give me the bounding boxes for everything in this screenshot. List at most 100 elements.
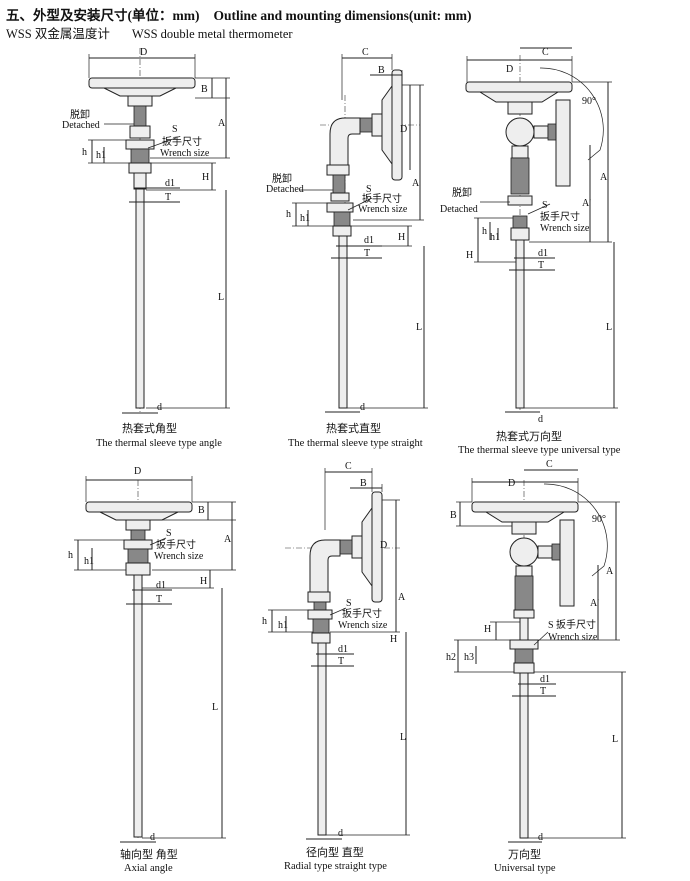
fig1-caption-cn: 热套式角型 bbox=[122, 421, 177, 435]
fig6-caption-cn: 万向型 bbox=[508, 847, 541, 861]
fig6-wrench-en: Wrench size bbox=[548, 632, 598, 643]
fig2-label-h1: h1 bbox=[300, 213, 310, 224]
fig6-label-c: C bbox=[546, 459, 553, 470]
fig1-detach-cn: 脱卸 bbox=[70, 108, 90, 121]
fig2-label-l: L bbox=[416, 322, 422, 333]
fig3-detach-cn: 脱卸 bbox=[452, 186, 472, 199]
fig4-label-h1: h1 bbox=[84, 556, 94, 567]
fig6-label-s: S bbox=[548, 620, 554, 631]
fig2-label-d1: d1 bbox=[364, 235, 374, 246]
fig6-label-b: B bbox=[450, 510, 457, 521]
fig1-label-d1: d1 bbox=[165, 178, 175, 189]
fig1-label-h: H bbox=[202, 172, 209, 183]
fig1-label-a: A bbox=[218, 118, 226, 129]
fig2-wrench-en: Wrench size bbox=[358, 204, 408, 215]
fig5-label-a: A bbox=[398, 592, 406, 603]
fig2-label-h-small: h bbox=[286, 209, 291, 220]
fig2-detach-cn: 脱卸 bbox=[272, 172, 292, 185]
fig6-wrench-cn: 扳手尺寸 bbox=[556, 618, 596, 631]
fig3-label-h1: h1 bbox=[490, 232, 500, 243]
fig6-label-a: A bbox=[606, 566, 614, 577]
fig5-label-h: H bbox=[390, 634, 397, 645]
fig1-label-h-small: h bbox=[82, 147, 87, 158]
fig5-label-s: S bbox=[346, 598, 352, 609]
fig4-label-s: S bbox=[166, 528, 172, 539]
fig2-label-b: B bbox=[378, 65, 385, 76]
fig3-label-d-bottom: d bbox=[538, 414, 543, 425]
title-cn: 五、外型及安装尺寸(单位：mm) bbox=[6, 8, 200, 23]
fig1-caption-en: The thermal sleeve type angle bbox=[96, 438, 222, 449]
fig4-wrench-en: Wrench size bbox=[154, 551, 204, 562]
fig2-caption-cn: 热套式直型 bbox=[326, 421, 381, 435]
fig6-label-h: H bbox=[484, 624, 491, 635]
figure-thermal-sleeve-straight bbox=[292, 54, 428, 413]
fig5-label-d1: d1 bbox=[338, 644, 348, 655]
fig5-label-d-bottom: d bbox=[338, 828, 343, 839]
fig6-label-d-bottom: d bbox=[538, 832, 543, 843]
fig6-caption-en: Universal type bbox=[494, 863, 556, 874]
fig3-label-a: A bbox=[600, 172, 608, 183]
fig4-label-t: T bbox=[156, 594, 162, 605]
fig3-wrench-cn: 扳手尺寸 bbox=[540, 210, 580, 223]
fig2-label-t: T bbox=[364, 248, 370, 259]
fig3-detach-en: Detached bbox=[440, 204, 478, 215]
fig5-caption-en: Radial type straight type bbox=[284, 861, 387, 872]
fig1-wrench-cn: 扳手尺寸 bbox=[162, 135, 202, 148]
fig5-wrench-en: Wrench size bbox=[338, 620, 388, 631]
fig1-label-h1: h1 bbox=[96, 150, 106, 161]
fig5-label-t: T bbox=[338, 656, 344, 667]
fig4-label-b: B bbox=[198, 505, 205, 516]
page-subtitle: WSS 双金属温度计 WSS double metal thermometer bbox=[6, 23, 293, 42]
subtitle-en: WSS double metal thermometer bbox=[131, 27, 293, 41]
fig3-label-d1: d1 bbox=[538, 248, 548, 259]
fig4-wrench-cn: 扳手尺寸 bbox=[156, 538, 196, 551]
fig5-label-l: L bbox=[400, 732, 406, 743]
fig5-label-h1: h1 bbox=[278, 620, 288, 631]
fig4-label-h: H bbox=[200, 576, 207, 587]
fig4-label-d-bottom: d bbox=[150, 832, 155, 843]
fig3-label-c: C bbox=[542, 47, 549, 58]
fig3-label-d: D bbox=[506, 64, 513, 75]
figure-thermal-sleeve-angle bbox=[88, 48, 230, 414]
fig3-label-angle: 90° bbox=[582, 96, 596, 107]
fig3-label-l: L bbox=[606, 322, 612, 333]
fig3-label-s: S bbox=[542, 200, 548, 211]
fig2-caption-en: The thermal sleeve type straight bbox=[288, 438, 423, 449]
fig1-label-d: D bbox=[140, 47, 147, 58]
fig4-label-l: L bbox=[212, 702, 218, 713]
fig3-caption-en: The thermal sleeve type universal type bbox=[458, 445, 621, 456]
fig3-wrench-en: Wrench size bbox=[540, 223, 590, 234]
fig2-wrench-cn: 扳手尺寸 bbox=[362, 192, 402, 205]
fig2-label-a: A bbox=[412, 178, 420, 189]
fig5-label-b: B bbox=[360, 478, 367, 489]
fig6-label-l: L bbox=[612, 734, 618, 745]
fig5-wrench-cn: 扳手尺寸 bbox=[342, 607, 382, 620]
fig6-label-a-prime: A' bbox=[590, 598, 599, 609]
fig5-label-h-small: h bbox=[262, 616, 267, 627]
title-en: Outline and mounting dimensions(unit: mm… bbox=[213, 8, 472, 23]
fig3-caption-cn: 热套式万向型 bbox=[496, 429, 562, 443]
fig1-wrench-en: Wrench size bbox=[160, 148, 210, 159]
fig3-label-a-prime: A' bbox=[582, 198, 591, 209]
fig6-label-angle: 90° bbox=[592, 514, 606, 525]
fig2-detach-en: Detached bbox=[266, 184, 304, 195]
fig6-label-d1: d1 bbox=[540, 674, 550, 685]
subtitle-cn: WSS 双金属温度计 bbox=[6, 27, 110, 41]
fig2-label-h: H bbox=[398, 232, 405, 243]
fig1-label-l: L bbox=[218, 292, 224, 303]
fig2-label-d: D bbox=[400, 124, 407, 135]
fig3-label-h-small: h bbox=[482, 226, 487, 237]
page-title: 五、外型及安装尺寸(单位：mm) Outline and mounting dim… bbox=[6, 4, 472, 24]
fig1-label-s: S bbox=[172, 124, 178, 135]
figure-radial-straight bbox=[268, 468, 410, 840]
fig6-label-h3: h3 bbox=[464, 652, 474, 663]
fig1-label-b: B bbox=[201, 84, 208, 95]
fig4-label-a: A bbox=[224, 534, 232, 545]
fig4-label-h-small: h bbox=[68, 550, 73, 561]
fig3-label-t: T bbox=[538, 260, 544, 271]
fig2-label-s: S bbox=[366, 184, 372, 195]
fig1-label-t: T bbox=[165, 192, 171, 203]
fig2-label-d-bottom: d bbox=[360, 402, 365, 413]
fig4-caption-cn: 轴向型 角型 bbox=[120, 847, 178, 861]
